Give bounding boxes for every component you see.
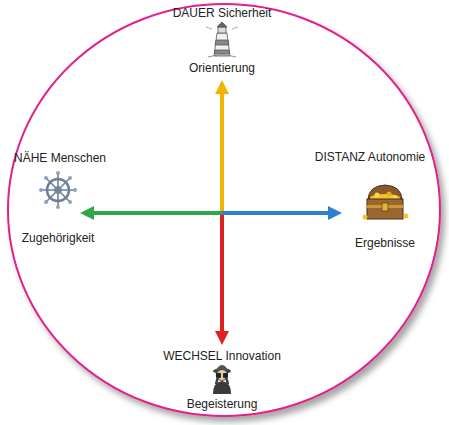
pole-title: DAUER Sicherheit (173, 6, 272, 20)
pole-title: NÄHE Menschen (14, 151, 106, 165)
pole-need: Begeisterung (187, 397, 258, 411)
lighthouse-icon (206, 22, 238, 57)
pole-need: Orientierung (189, 61, 255, 75)
pole-need: Zugehörigkeit (22, 231, 95, 245)
treasure-chest-icon (363, 185, 409, 220)
explorer-icon (213, 365, 231, 394)
axis-arrows (80, 80, 342, 345)
pole-title: DISTANZ Autonomie (315, 150, 425, 164)
pole-title: WECHSEL Innovation (163, 349, 281, 363)
pole-need: Ergebnisse (355, 236, 415, 250)
outer-circle (8, 4, 440, 416)
ship-wheel-icon (39, 171, 77, 209)
